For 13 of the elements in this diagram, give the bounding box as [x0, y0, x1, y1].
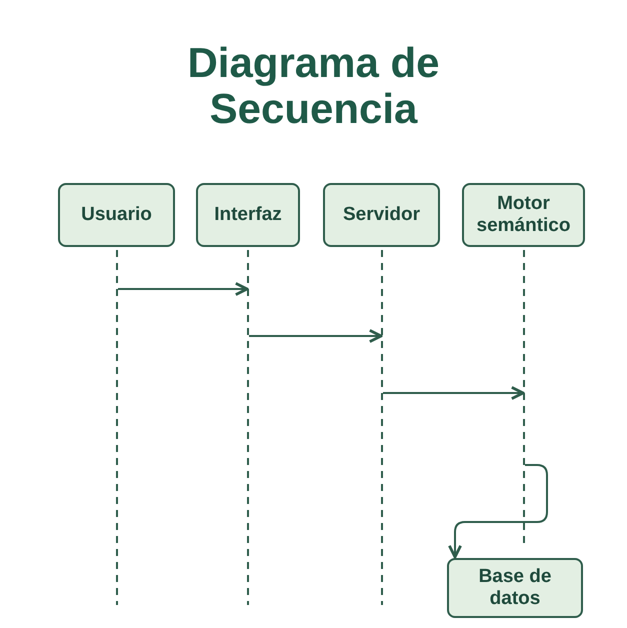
lifeline [247, 250, 249, 605]
lifeline [381, 250, 383, 605]
participant-box: Base de datos [447, 558, 583, 618]
participant-box: Servidor [323, 183, 440, 247]
message-arrow [383, 386, 524, 400]
diagram-title: Diagrama de Secuencia [186, 40, 441, 132]
message-arrow [118, 282, 248, 296]
participant-box: Motor semántico [462, 183, 585, 247]
message-arrow [448, 464, 548, 558]
lifeline [116, 250, 118, 605]
message-arrow [249, 329, 382, 343]
participant-box: Interfaz [196, 183, 300, 247]
participant-box: Usuario [58, 183, 175, 247]
